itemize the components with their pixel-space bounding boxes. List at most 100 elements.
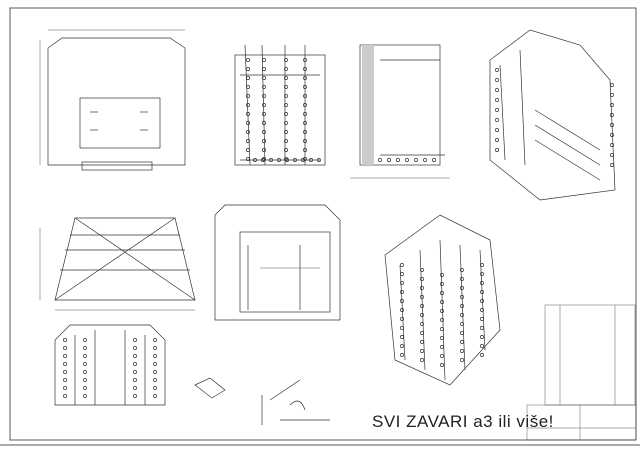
- bolt-hole: [480, 263, 484, 267]
- bolt-hole: [405, 158, 409, 162]
- bolt-hole: [253, 158, 257, 162]
- bolt-hole: [153, 370, 157, 374]
- bolt-hole: [423, 158, 427, 162]
- bolt-hole: [440, 318, 444, 322]
- bolt-hole: [246, 139, 250, 143]
- bolt-hole: [133, 338, 137, 342]
- bolt-hole: [63, 394, 67, 398]
- bolt-hole: [262, 157, 266, 161]
- bolt-hole: [261, 158, 265, 162]
- bolt-hole: [610, 123, 614, 127]
- bolt-hole: [284, 67, 288, 71]
- bolt-hole: [400, 353, 404, 357]
- bolt-hole: [400, 344, 404, 348]
- bolt-hole: [400, 335, 404, 339]
- bolt-hole: [440, 354, 444, 358]
- bolt-hole: [262, 148, 266, 152]
- bolt-hole: [83, 354, 87, 358]
- isometric-view-top: [489, 29, 616, 201]
- bolt-hole: [262, 121, 266, 125]
- bolt-hole: [293, 158, 297, 162]
- bolt-hole: [83, 394, 87, 398]
- bolt-hole: [420, 322, 424, 326]
- bolt-hole: [153, 378, 157, 382]
- bolt-hole: [440, 327, 444, 331]
- bolt-hole: [480, 326, 484, 330]
- bolt-hole: [460, 349, 464, 353]
- bolt-hole: [480, 272, 484, 276]
- bolt-hole: [153, 338, 157, 342]
- bolt-hole: [63, 362, 67, 366]
- bolt-hole: [83, 338, 87, 342]
- bolt-hole: [400, 263, 404, 267]
- bolt-hole: [284, 130, 288, 134]
- bolt-hole: [133, 370, 137, 374]
- bolt-hole: [246, 130, 250, 134]
- bolt-hole: [420, 358, 424, 362]
- bolt-hole: [400, 308, 404, 312]
- bolt-hole: [610, 143, 614, 147]
- bolt-hole: [480, 335, 484, 339]
- bolt-hole: [133, 354, 137, 358]
- bolt-hole: [495, 148, 499, 152]
- bolt-hole: [63, 386, 67, 390]
- bolt-hole: [303, 130, 307, 134]
- bolt-hole: [133, 394, 137, 398]
- title-block: [526, 404, 637, 441]
- bolt-hole: [246, 76, 250, 80]
- bolt-hole: [246, 67, 250, 71]
- bolt-hole: [317, 158, 321, 162]
- bolt-hole: [284, 112, 288, 116]
- bolt-hole: [284, 76, 288, 80]
- bolt-hole: [63, 338, 67, 342]
- bolt-hole: [460, 268, 464, 272]
- bolt-hole: [495, 88, 499, 92]
- bolt-hole: [480, 299, 484, 303]
- trapezoid-view: [39, 217, 196, 311]
- bolt-hole: [460, 304, 464, 308]
- bolt-hole: [303, 85, 307, 89]
- bolt-hole: [246, 112, 250, 116]
- bolt-hole: [303, 94, 307, 98]
- bolt-hole: [133, 346, 137, 350]
- bolt-hole: [153, 386, 157, 390]
- bolt-hole: [440, 300, 444, 304]
- bolt-hole: [495, 118, 499, 122]
- bolt-hole: [63, 346, 67, 350]
- sheet-border: [9, 7, 637, 441]
- bolt-hole: [440, 309, 444, 313]
- bolt-hole: [460, 322, 464, 326]
- bolt-hole: [440, 336, 444, 340]
- bolt-hole: [460, 286, 464, 290]
- detail-view-e: [261, 379, 330, 425]
- side-view: [234, 44, 326, 166]
- bolt-hole: [303, 58, 307, 62]
- bolt-hole: [387, 158, 391, 162]
- bolt-hole: [420, 277, 424, 281]
- bolt-hole: [303, 139, 307, 143]
- bolt-hole: [610, 163, 614, 167]
- bolt-hole: [432, 158, 436, 162]
- bolt-hole: [153, 394, 157, 398]
- bolt-hole: [495, 98, 499, 102]
- bolt-hole: [262, 130, 266, 134]
- bolt-hole: [133, 362, 137, 366]
- bolt-hole: [153, 362, 157, 366]
- bolt-hole: [63, 354, 67, 358]
- bolt-hole: [284, 139, 288, 143]
- bolt-hole: [420, 331, 424, 335]
- bolt-hole: [610, 93, 614, 97]
- front-section-view: [214, 204, 341, 321]
- bolt-hole: [303, 157, 307, 161]
- bolt-hole: [301, 158, 305, 162]
- bolt-hole: [414, 158, 418, 162]
- bolt-hole: [262, 112, 266, 116]
- bolt-hole: [400, 317, 404, 321]
- bolt-hole: [246, 103, 250, 107]
- bolt-hole: [63, 370, 67, 374]
- bolt-hole: [303, 148, 307, 152]
- bolt-hole: [277, 158, 281, 162]
- isometric-view-bottom: [384, 214, 501, 386]
- bolt-hole: [420, 304, 424, 308]
- bolt-hole: [480, 290, 484, 294]
